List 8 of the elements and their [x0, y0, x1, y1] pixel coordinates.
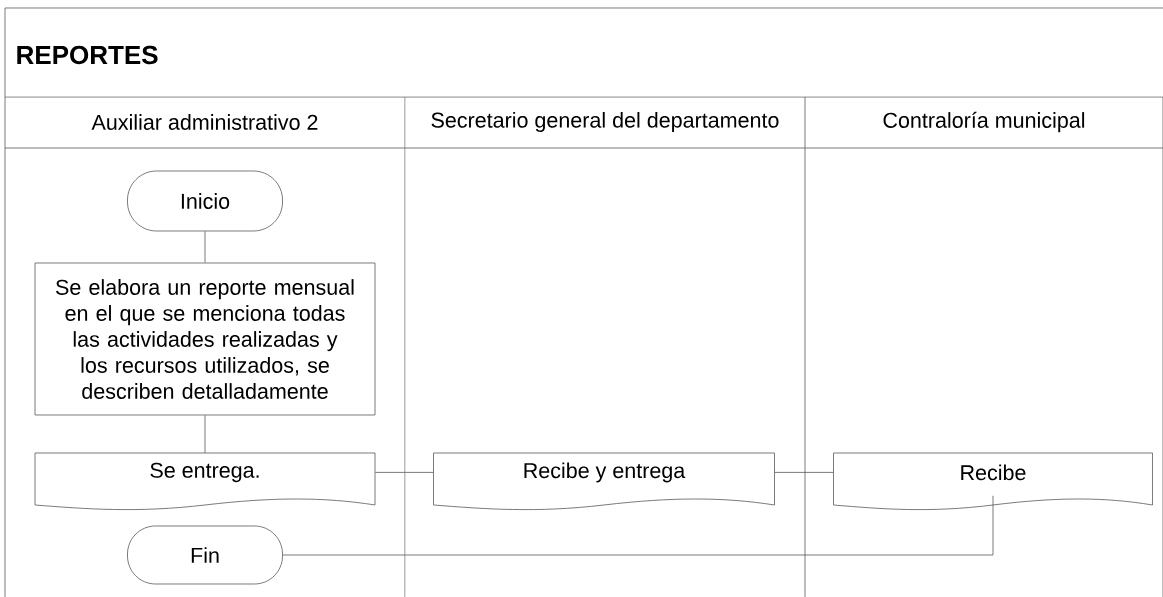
connector-line [204, 231, 206, 263]
connector-line [282, 495, 994, 556]
connector-line [204, 415, 206, 454]
process-box: Se elabora un reporte mensual en el que se menciona todas las actividades realizadas y los recursos utilizados, se describen detalladamente [34, 262, 376, 416]
connector-line [774, 472, 834, 473]
terminator: Fin [127, 525, 283, 585]
terminator: Inicio [127, 170, 283, 232]
connector-line [375, 472, 434, 473]
